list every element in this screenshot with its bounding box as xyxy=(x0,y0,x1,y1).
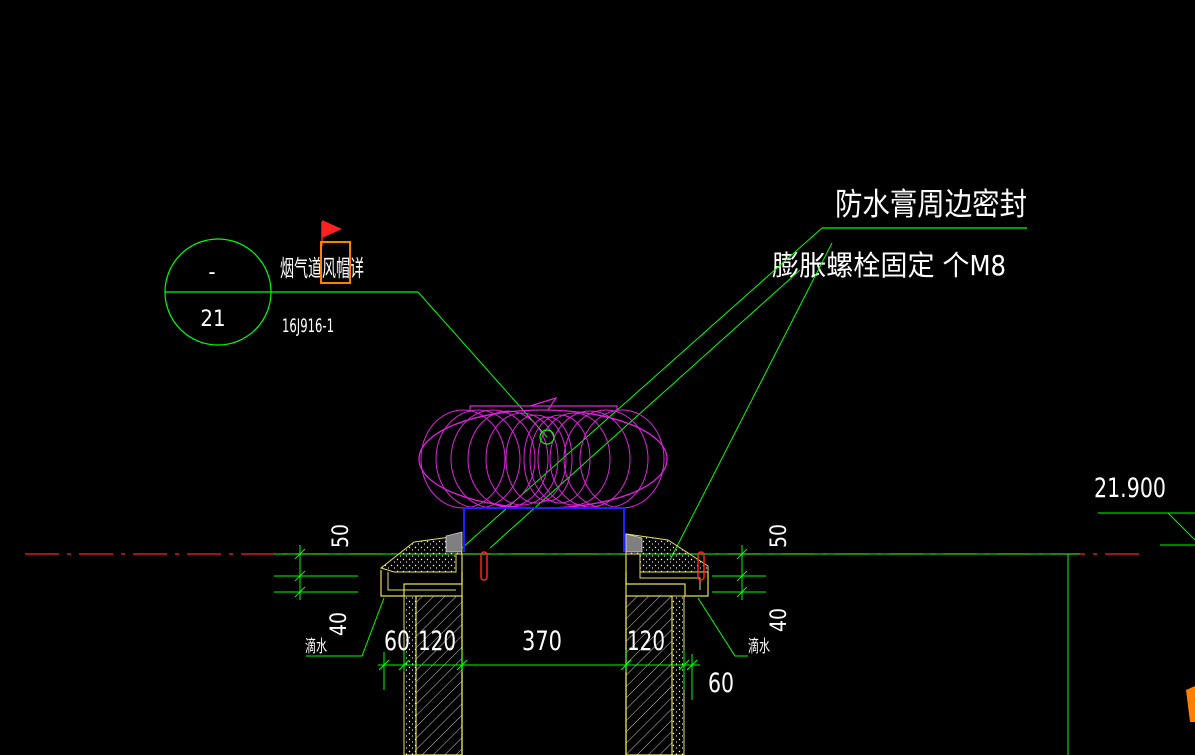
bolt-left-icon xyxy=(480,551,488,581)
ventilator-hood xyxy=(418,396,668,509)
detail-mark-top: - xyxy=(208,260,215,285)
dim-left-40: 40 xyxy=(327,612,352,636)
dim-right-40: 40 xyxy=(767,608,792,632)
note-sealant: 防水膏周边密封 xyxy=(835,187,1027,223)
dim-left-120: 120 xyxy=(418,626,456,657)
dim-right-120: 120 xyxy=(627,626,665,657)
dimension-labels: 50 50 40 40 60 120 370 120 60 xyxy=(327,524,792,699)
corner-tab[interactable] xyxy=(1186,686,1195,722)
drip-label-right: 滴水 xyxy=(748,637,770,657)
dimension-lines xyxy=(274,512,1195,755)
dim-right-60: 60 xyxy=(708,668,734,699)
hood-leader-target xyxy=(539,429,555,445)
flue-walls xyxy=(403,554,685,755)
bolt-right-icon xyxy=(697,551,705,581)
left-wall-plaster xyxy=(403,595,417,755)
drip-label-left: 滴水 xyxy=(305,637,327,657)
note-bolts: 膨胀螺栓固定 个M8 xyxy=(772,249,1006,282)
dim-right-50: 50 xyxy=(767,524,792,548)
leader-bolt-right xyxy=(669,242,833,561)
left-wall-hatched xyxy=(415,595,463,755)
right-wall-hatched xyxy=(625,595,673,755)
elevation-label: 21.900 xyxy=(1094,473,1166,504)
selection-highlight-box[interactable] xyxy=(320,241,351,284)
right-cap xyxy=(625,533,709,597)
dim-left-60: 60 xyxy=(384,626,410,657)
mounting-frame xyxy=(463,507,625,552)
detail-reference-mark: - 21 xyxy=(164,238,418,346)
standard-atlas-code: 16J916-1 xyxy=(282,315,334,337)
right-wall-plaster xyxy=(671,595,685,755)
expansion-bolt-icons xyxy=(480,551,705,581)
dim-left-50: 50 xyxy=(329,524,354,548)
leader-bolt-left xyxy=(489,269,801,549)
detail-mark-number: 21 xyxy=(200,307,225,332)
dim-middle-370: 370 xyxy=(522,626,562,657)
left-cap xyxy=(379,531,463,597)
